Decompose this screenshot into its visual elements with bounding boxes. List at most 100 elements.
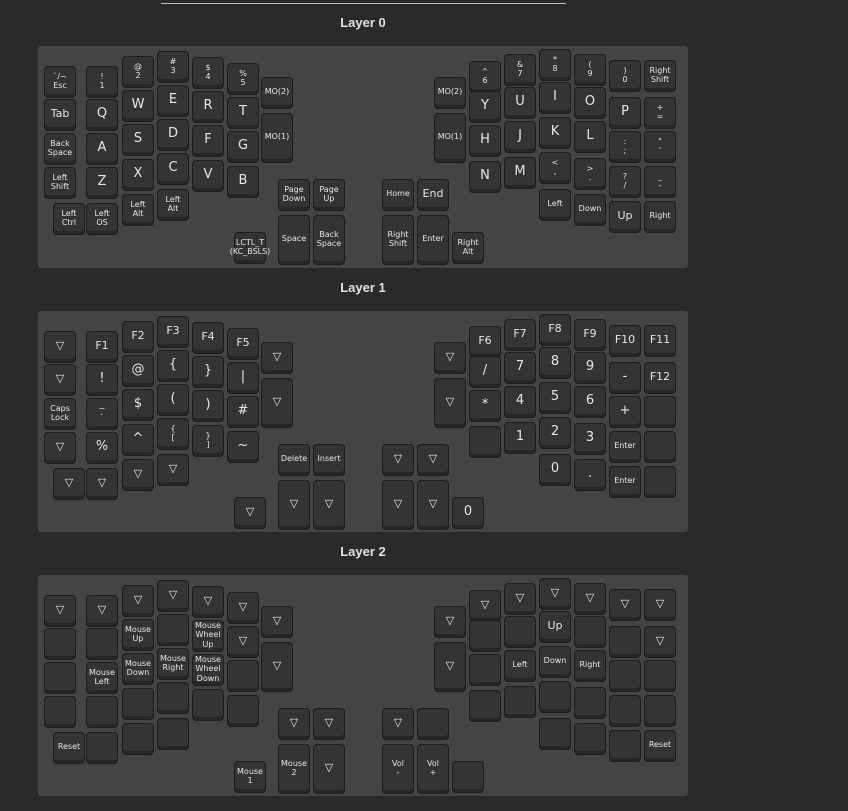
layer-1-key-transparent[interactable]: ▽ (434, 378, 466, 428)
layer-1-key-4[interactable]: 4 (504, 386, 536, 418)
layer-0-key-left-os[interactable]: Left OS (86, 203, 118, 235)
layer-1-key-transparent[interactable]: ▽ (53, 468, 85, 500)
layer-2-key-blank[interactable] (227, 660, 259, 692)
layer-2-key-down[interactable]: Down (539, 646, 571, 678)
layer-2-key-transparent[interactable]: ▽ (313, 744, 345, 794)
layer-1-key-transparent[interactable]: ▽ (382, 480, 414, 530)
layer-2-key-transparent[interactable]: ▽ (644, 626, 676, 658)
layer-0-key-f[interactable]: F (192, 125, 224, 157)
layer-0-key-left[interactable]: Left (539, 189, 571, 221)
layer-2-key-mouse-wheel-down[interactable]: Mouse Wheel Down (192, 654, 224, 686)
layer-2-key-blank[interactable] (86, 732, 118, 764)
layer-0-key-symbol[interactable]: > . (574, 158, 606, 190)
layer-0-key-u[interactable]: U (504, 87, 536, 119)
layer-0-key-n[interactable]: N (469, 161, 501, 193)
layer-1-key-f6[interactable]: F6 (469, 326, 501, 358)
layer-2-key-blank[interactable] (469, 690, 501, 722)
layer-2-key-blank[interactable] (609, 730, 641, 762)
layer-2-key-right[interactable]: Right (574, 650, 606, 682)
layer-1-key-enter[interactable]: Enter (609, 466, 641, 498)
layer-0-key-t[interactable]: T (227, 97, 259, 129)
layer-2-key-left[interactable]: Left (504, 650, 536, 682)
layer-1-key-f12[interactable]: F12 (644, 362, 676, 394)
layer-0-key-2[interactable]: @ 2 (122, 56, 154, 88)
layer-2-key-blank[interactable] (469, 654, 501, 686)
layer-2-key-blank[interactable] (504, 616, 536, 648)
layer-1-key-transparent[interactable]: ▽ (417, 444, 449, 476)
layer-0-key-mo-2[interactable]: MO(2) (434, 77, 466, 109)
layer-1-key-f11[interactable]: F11 (644, 325, 676, 357)
layer-1-key-blank[interactable] (469, 426, 501, 458)
layer-1-key-symbol[interactable]: ( (157, 384, 189, 416)
layer-0-key-back-space[interactable]: Back Space (313, 215, 345, 265)
layer-0-key-symbol[interactable]: < , (539, 152, 571, 184)
layer-1-key-symbol[interactable]: $ (122, 389, 154, 421)
layer-2-key-up[interactable]: Up (539, 611, 571, 643)
layer-1-key-symbol[interactable]: ^ (122, 424, 154, 456)
layer-2-key-blank[interactable] (609, 660, 641, 692)
layer-1-key-transparent[interactable]: ▽ (44, 364, 76, 396)
layer-0-key-mo-1[interactable]: MO(1) (434, 113, 466, 163)
layer-0-key-home[interactable]: Home (382, 179, 414, 211)
layer-2-key-transparent[interactable]: ▽ (261, 642, 293, 692)
layer-1-key-blank[interactable] (644, 396, 676, 428)
layer-1-key-enter[interactable]: Enter (609, 431, 641, 463)
layer-0-key-right-shift[interactable]: Right Shift (382, 215, 414, 265)
layer-1-key-symbol[interactable]: | (227, 362, 259, 394)
layer-1-key-symbol[interactable]: . (574, 459, 606, 491)
layer-2-key-transparent[interactable]: ▽ (261, 606, 293, 638)
layer-1-key-symbol[interactable]: ) (192, 390, 224, 422)
layer-1-key-1[interactable]: 1 (504, 422, 536, 454)
layer-2-key-transparent[interactable]: ▽ (504, 583, 536, 615)
layer-2-key-transparent[interactable]: ▽ (609, 589, 641, 621)
layer-2-key-transparent[interactable]: ▽ (227, 592, 259, 624)
layer-1-key-transparent[interactable]: ▽ (434, 342, 466, 374)
layer-0-key-b[interactable]: B (227, 166, 259, 198)
layer-1-key-transparent[interactable]: ▽ (122, 459, 154, 491)
layer-0-key-z[interactable]: Z (86, 167, 118, 199)
layer-0-key-o[interactable]: O (574, 87, 606, 119)
layer-0-key-w[interactable]: W (122, 90, 154, 122)
layer-1-key-symbol[interactable]: } (192, 356, 224, 388)
layer-1-key-f8[interactable]: F8 (539, 314, 571, 346)
layer-0-key-symbol[interactable]: + = (644, 97, 676, 129)
layer-0-key-page-up[interactable]: Page Up (313, 179, 345, 211)
layer-1-key-transparent[interactable]: ▽ (86, 468, 118, 500)
layer-0-key-left-alt[interactable]: Left Alt (157, 189, 189, 221)
layer-2-key-transparent[interactable]: ▽ (122, 585, 154, 617)
layer-0-key-k[interactable]: K (539, 117, 571, 149)
layer-0-key-back-space[interactable]: Back Space (44, 133, 76, 165)
layer-1-key-5[interactable]: 5 (539, 382, 571, 414)
layer-1-key-3[interactable]: 3 (574, 423, 606, 455)
layer-2-key-blank[interactable] (539, 718, 571, 750)
layer-0-key-e[interactable]: E (157, 85, 189, 117)
layer-1-key-symbol[interactable]: @ (122, 355, 154, 387)
layer-2-key-blank[interactable] (157, 682, 189, 714)
layer-2-key-blank[interactable] (574, 616, 606, 648)
layer-2-key-blank[interactable] (86, 628, 118, 660)
layer-0-key-end[interactable]: End (417, 179, 449, 211)
layer-2-key-blank[interactable] (86, 696, 118, 728)
layer-2-key-blank[interactable] (44, 628, 76, 660)
layer-2-key-transparent[interactable]: ▽ (434, 606, 466, 638)
layer-2-key-blank[interactable] (452, 761, 484, 793)
layer-1-key-symbol[interactable]: - (609, 362, 641, 394)
layer-0-key-9[interactable]: ( 9 (574, 54, 606, 86)
layer-0-key-left-ctrl[interactable]: Left Ctrl (53, 203, 85, 235)
layer-2-key-blank[interactable] (539, 681, 571, 713)
layer-2-key-mouse-right[interactable]: Mouse Right (157, 648, 189, 680)
layer-2-key-blank[interactable] (644, 695, 676, 727)
layer-2-key-transparent[interactable]: ▽ (434, 642, 466, 692)
layer-1-key-f10[interactable]: F10 (609, 325, 641, 357)
layer-1-key-symbol[interactable]: { (157, 350, 189, 382)
layer-1-key-0[interactable]: 0 (452, 497, 484, 529)
layer-2-key-transparent[interactable]: ▽ (539, 578, 571, 610)
layer-1-key-transparent[interactable]: ▽ (261, 378, 293, 428)
layer-2-key-mouse-left[interactable]: Mouse Left (86, 662, 118, 694)
layer-1-key-8[interactable]: 8 (539, 347, 571, 379)
layer-2-key-transparent[interactable]: ▽ (157, 580, 189, 612)
layer-2-key-blank[interactable] (609, 695, 641, 727)
layer-2-key-reset[interactable]: Reset (644, 730, 676, 762)
layer-0-key-left-shift[interactable]: Left Shift (44, 167, 76, 199)
layer-0-key-a[interactable]: A (86, 133, 118, 165)
